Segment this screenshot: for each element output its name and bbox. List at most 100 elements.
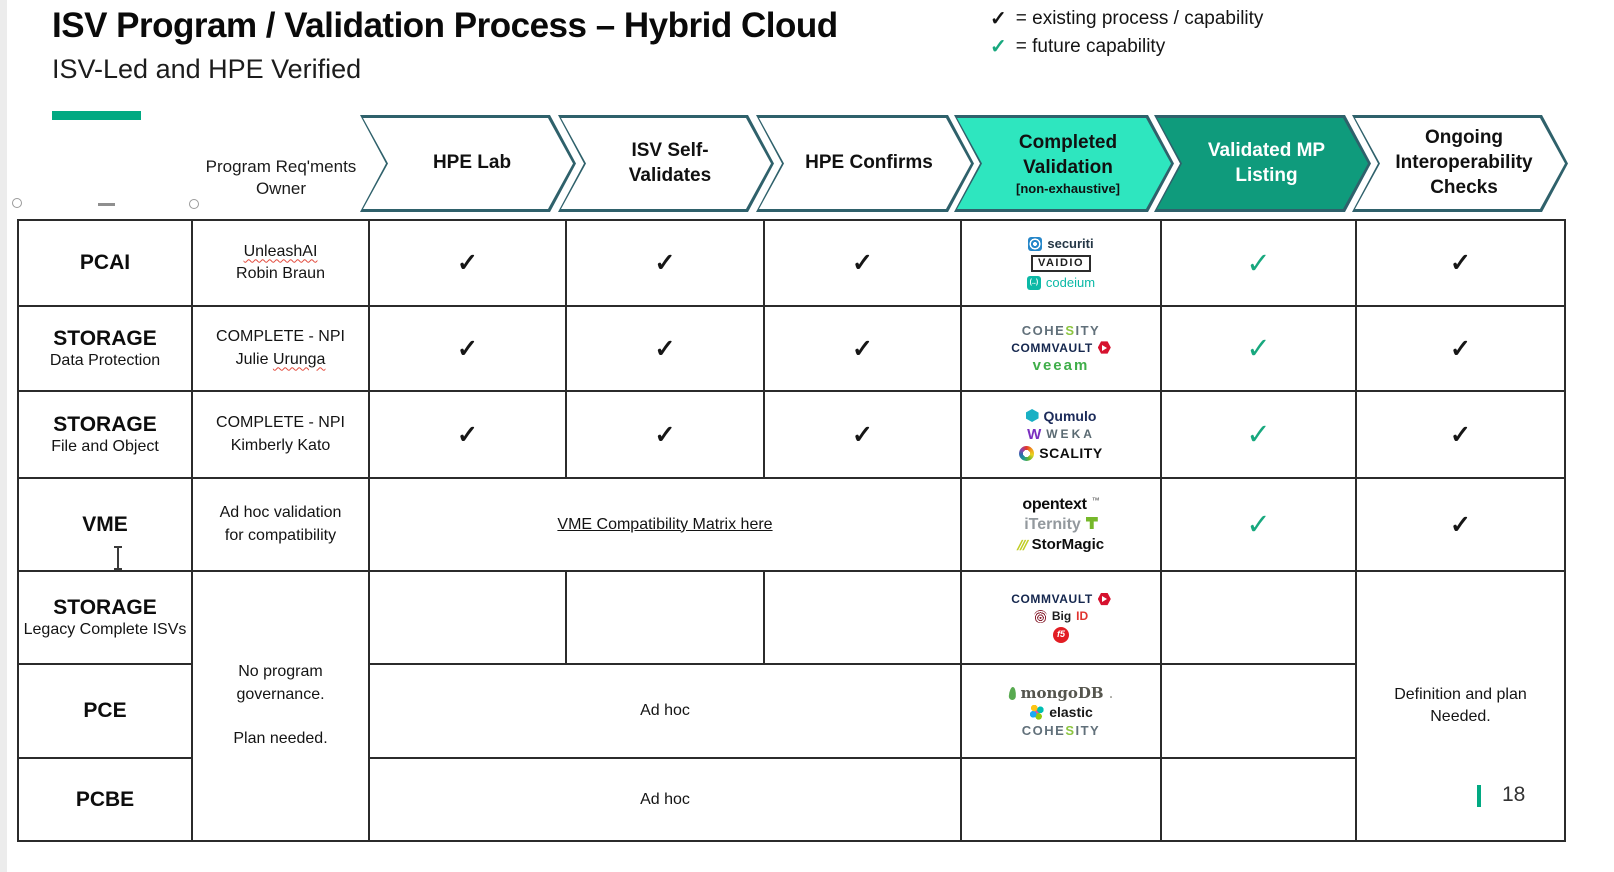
page-number: 18 [1502,783,1526,806]
row-storage-fo-interop-check: ✓ [1357,392,1564,477]
row-storage-fo-logos: Qumulo W WEKA SCALITY [962,392,1160,477]
f5-icon: f5 [1052,626,1069,643]
stage-chevron-hpe-confirms: HPE Confirms [756,115,974,212]
row-pcai-hpe-lab-check: ✓ [370,221,565,305]
row-vme-interop-check: ✓ [1357,479,1564,570]
check-icon: ✓ [457,334,478,363]
elastic-icon [1029,704,1045,720]
row-storage-fo-category: STORAGE File and Object [19,392,191,477]
vme-compatibility-matrix-link[interactable]: VME Compatibility Matrix here [557,515,773,533]
row-vme-owner: Ad hoc validation for compatibility [193,479,368,570]
securiti-logo: securiti [1028,236,1094,251]
qumulo-icon [1025,409,1039,422]
row-storage-fo-isv-self-check: ✓ [567,392,763,477]
row-pce-logos: mongoDB. elastic COHESITY [962,665,1160,757]
slide-title: ISV Program / Validation Process – Hybri… [52,6,838,45]
green-check-icon: ✓ [1246,509,1271,541]
veeam-logo: veeam [1032,357,1090,374]
securiti-icon [1028,236,1043,251]
row-pcai-logos: securiti VAIDIO (..) codeium [962,221,1160,305]
row-storage-legacy-hpe-confirms-empty [765,572,960,663]
left-edge-strip [0,0,7,872]
green-check-icon: ✓ [1246,247,1271,280]
mongodb-logo: mongoDB. [1008,685,1113,701]
commvault-icon [1097,592,1111,606]
elastic-logo: elastic [1029,704,1093,720]
check-icon: ✓ [1450,510,1471,539]
page-number-accent [1477,785,1481,807]
row-storage-legacy-mp-empty [1162,572,1355,663]
codeium-icon: (..) [1026,275,1041,290]
check-icon: ✓ [852,334,873,363]
row-storage-dp-hpe-confirms-check: ✓ [765,307,960,390]
row-pcbe-logos-empty [962,759,1160,840]
commvault-logo: COMMVAULT [1011,341,1111,354]
row-storage-legacy-hpe-lab-empty [370,572,565,663]
stage-chevron-isv-self-validates: ISV Self-Validates [558,115,774,212]
check-icon: ✓ [654,334,676,363]
green-check-icon: ✓ [1246,333,1271,365]
row-pcai-interop-check: ✓ [1357,221,1564,305]
row-pcai-isv-self-check: ✓ [567,221,763,305]
row-storage-fo-hpe-lab-check: ✓ [370,392,565,477]
commvault-logo: COMMVAULT [1011,592,1111,606]
stage-chevron-completed-validation: Completed Validation [non-exhaustive] [954,115,1174,212]
opentext-logo: opentext ™ [1022,496,1100,513]
legend-existing: ✓ = existing process / capability [990,6,1263,31]
row-pcbe-category: PCBE [19,759,191,840]
green-check-icon: ✓ [990,36,1007,58]
bigid-icon [1033,609,1047,623]
row-pce-adhoc-cell: Ad hoc [370,665,960,757]
row-storage-dp-logos: COHESITY COMMVAULT veeam [962,307,1160,390]
scality-logo: SCALITY [1019,445,1102,461]
row-pce-mp-empty [1162,665,1355,757]
black-check-icon: ✓ [990,8,1007,30]
check-icon: ✓ [1450,420,1471,449]
scality-icon [1019,445,1035,461]
row-storage-dp-mp-check: ✓ [1162,307,1355,390]
stormagic-icon: /// [1015,536,1030,553]
selection-handle[interactable] [189,199,199,209]
selection-handle-dash [98,203,115,206]
legend-existing-label: = existing process / capability [1015,7,1264,29]
row-pcai-mp-check: ✓ [1162,221,1355,305]
row-pcbe-mp-empty [1162,759,1355,840]
stage-chevron-validated-mp-listing: Validated MP Listing [1154,115,1371,212]
check-icon: ✓ [1450,334,1471,363]
stage-chevron-hpe-lab: HPE Lab [360,115,576,212]
merged-interop-cell: Definition and plan Needed. [1357,572,1564,840]
commvault-icon [1097,341,1111,354]
vaidio-logo: VAIDIO [1030,254,1092,272]
row-pcbe-adhoc-cell: Ad hoc [370,759,960,840]
iternity-icon [1085,517,1098,529]
weka-logo: W WEKA [1027,425,1095,443]
non-exhaustive-note: [non-exhaustive] [1015,181,1120,197]
check-icon: ✓ [654,420,676,449]
row-vme-compatibility-cell: VME Compatibility Matrix here [370,479,960,570]
row-pce-category: PCE [19,665,191,757]
selection-handle[interactable] [12,198,22,208]
check-icon: ✓ [1450,249,1471,277]
row-pcai-hpe-confirms-check: ✓ [765,221,960,305]
validation-table: PCAI UnleashAI Robin Braun ✓ ✓ ✓ securit… [17,219,1566,842]
check-icon: ✓ [852,249,873,277]
row-storage-dp-hpe-lab-check: ✓ [370,307,565,390]
owner-column-header: Program Req'ments Owner [205,157,357,199]
slide-subtitle: ISV-Led and HPE Verified [52,54,362,84]
row-storage-dp-owner: COMPLETE - NPI Julie Urunga [193,307,368,390]
stage-chevron-ongoing-interop: Ongoing Interoperability Checks [1352,115,1568,212]
row-storage-dp-interop-check: ✓ [1357,307,1564,390]
text-cursor [112,546,124,570]
row-vme-mp-check: ✓ [1162,479,1355,570]
row-pcai-category: PCAI [19,221,191,305]
mongodb-icon [1008,686,1017,700]
row-storage-fo-mp-check: ✓ [1162,392,1355,477]
row-storage-fo-owner: COMPLETE - NPI Kimberly Kato [193,392,368,477]
iternity-logo: iTernity [1024,517,1098,533]
row-pcai-owner: UnleashAI Robin Braun [193,221,368,305]
row-storage-dp-category: STORAGE Data Protection [19,307,191,390]
qumulo-logo: Qumulo [1025,409,1096,423]
cohesity-logo: COHESITY [1021,722,1101,738]
